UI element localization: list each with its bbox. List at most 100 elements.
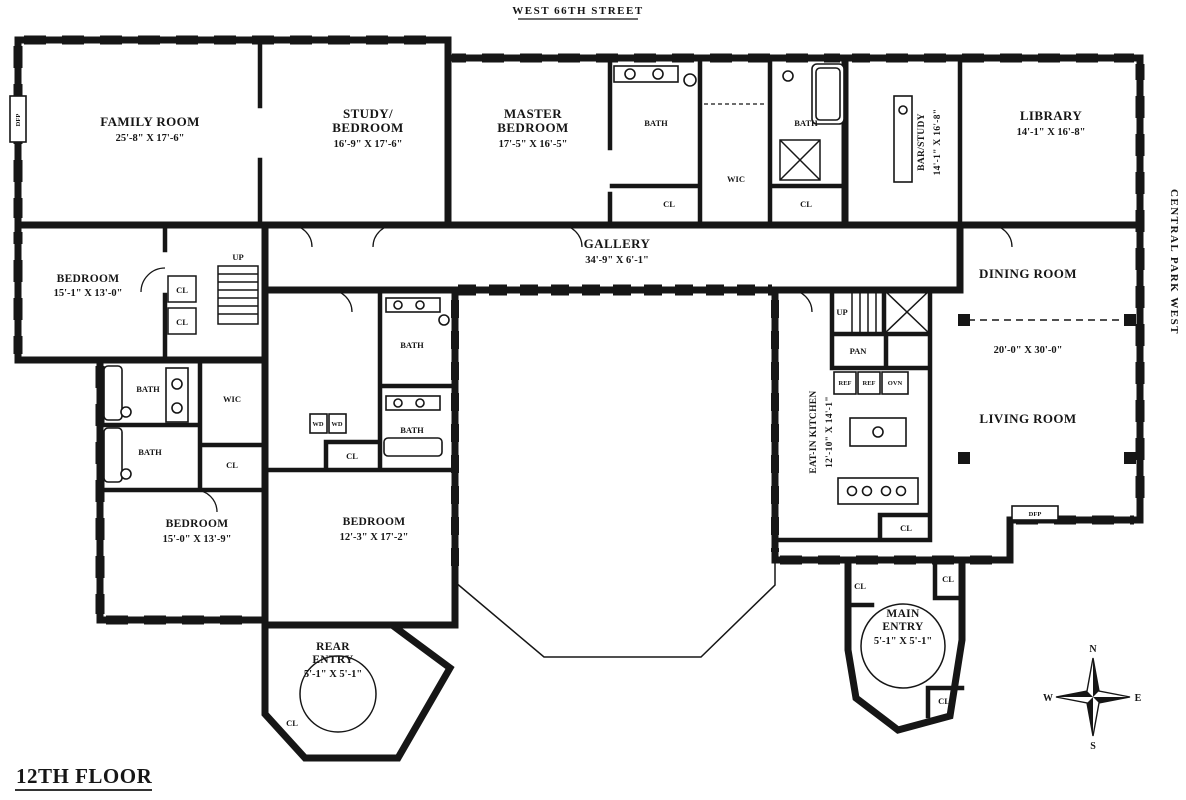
column-pier: [958, 452, 970, 464]
fridge-icon: [833, 371, 857, 395]
label-bath-c2: BATH: [400, 425, 424, 435]
wing-center-bedroom: [261, 286, 459, 629]
floor-title: 12TH FLOOR: [16, 764, 153, 788]
room-label-study-2: BEDROOM: [332, 120, 403, 135]
room-label-living: LIVING ROOM: [979, 411, 1076, 426]
fridge-icon: [857, 371, 881, 395]
room-label-rear-entry-2: ENTRY: [312, 654, 354, 666]
label-cl-kitchen: CL: [900, 523, 912, 533]
label-cl-master2: CL: [800, 199, 812, 209]
label-cl-ll: CL: [226, 460, 238, 470]
wing-bar-library: [841, 54, 1144, 229]
elevator-icon: [883, 289, 931, 335]
tub-icon: [103, 427, 123, 483]
fireplace-icon: [1011, 505, 1059, 521]
label-dfp-living: DFP: [1029, 511, 1042, 518]
toilet-icon: [120, 406, 132, 418]
room-label-kitchen: EAT-IN KITCHEN: [809, 390, 819, 473]
room-dims-library: 14'-1" X 16'-8": [1017, 127, 1086, 138]
label-cl-main2: CL: [942, 574, 954, 584]
room-dims-kitchen: 12'-10" X 14'-1": [825, 396, 835, 468]
compass-s: S: [1090, 741, 1096, 752]
sink-icon: [782, 70, 794, 82]
vanity-icon: [165, 367, 189, 423]
toilet-icon: [120, 468, 132, 480]
compass-n: N: [1089, 644, 1097, 655]
label-cl-rear: CL: [286, 718, 298, 728]
toilet-icon: [683, 73, 697, 87]
room-label-main-entry-1: MAIN: [886, 608, 920, 620]
label-bath-ll2: BATH: [138, 447, 162, 457]
compass-e: E: [1135, 693, 1142, 704]
street-label-right: CENTRAL PARK WEST: [1168, 189, 1180, 335]
room-dims-dining-living: 20'-0" X 30'-0": [994, 345, 1063, 356]
room-dims-family: 25'-8" X 17'-6": [116, 133, 185, 144]
room-label-study-1: STUDY/: [343, 106, 393, 121]
compass-rose: N E S W: [1043, 644, 1142, 752]
room-label-master-2: BEDROOM: [497, 120, 568, 135]
label-pan: PAN: [850, 346, 868, 356]
tub-icon: [103, 365, 123, 421]
room-label-barstudy: BAR/STUDY: [917, 113, 927, 171]
label-bath-master2: BATH: [794, 118, 818, 128]
wing-rear-entry: [261, 621, 455, 762]
room-dims-bedroom1: 15'-1" X 13'-0": [54, 288, 123, 299]
label-ref-1: REF: [839, 380, 852, 387]
column-pier: [958, 314, 970, 326]
room-label-library: LIBRARY: [1020, 108, 1083, 123]
label-cl-bed1b: CL: [176, 317, 188, 327]
rear-entry-vestibule: [299, 655, 377, 733]
compass-w: W: [1043, 693, 1053, 704]
label-cl-main1: CL: [854, 581, 866, 591]
label-cl-bed1a: CL: [176, 285, 188, 295]
room-dims-main-entry: 5'-1" X 5'-1": [874, 636, 932, 647]
courtyard-outline: [454, 289, 776, 658]
label-bath-c1: BATH: [400, 340, 424, 350]
column-pier: [1124, 314, 1136, 326]
vanity-icon: [613, 65, 679, 83]
room-dims-master: 17'-5" X 16'-5": [499, 139, 568, 150]
bar-counter-icon: [893, 95, 913, 183]
label-bath-master1: BATH: [644, 118, 668, 128]
oven-icon: [881, 371, 909, 395]
toilet-icon: [438, 314, 450, 326]
stairs: [217, 139, 931, 335]
room-label-master-1: MASTER: [504, 106, 562, 121]
room-label-bedroom2: BEDROOM: [166, 518, 229, 530]
label-wic-ll: WIC: [223, 394, 241, 404]
room-label-gallery: GALLERY: [584, 236, 651, 251]
label-wic-master: WIC: [727, 174, 745, 184]
label-up-gallery: UP: [232, 252, 243, 262]
kitchen-island-icon: [849, 417, 907, 447]
wing-master: [444, 54, 849, 229]
room-dims-barstudy: 14'-1" X 16'-8": [933, 109, 943, 176]
room-label-family: FAMILY ROOM: [100, 114, 200, 129]
interior-walls: [97, 37, 965, 719]
fireplace-icon: [9, 95, 27, 143]
room-label-bedroom3: BEDROOM: [343, 516, 406, 528]
room-label-rear-entry-1: REAR: [316, 641, 350, 653]
street-label-top: WEST 66TH STREET: [512, 5, 643, 17]
dryer-icon: [328, 413, 347, 434]
dining-living-divider: [958, 314, 1136, 464]
label-wd-2: WD: [331, 421, 343, 428]
stair-gallery: [217, 265, 259, 325]
label-up-kitchen: UP: [836, 307, 847, 317]
washer-icon: [309, 413, 328, 434]
room-dims-gallery: 34'-9" X 6'-1": [585, 255, 649, 266]
label-wd-1: WD: [312, 421, 324, 428]
labels: WEST 66TH STREET CENTRAL PARK WEST FAMIL…: [15, 5, 1180, 791]
room-label-dining: DINING ROOM: [979, 266, 1077, 281]
label-cl-master1: CL: [663, 199, 675, 209]
room-dims-rear-entry: 5'-1" X 5'-1": [304, 669, 362, 680]
label-dfp-family: DFP: [15, 114, 22, 127]
main-entry-vestibule: [860, 603, 946, 689]
closets: [167, 275, 197, 335]
tub-icon: [383, 437, 443, 457]
label-bath-ll1: BATH: [136, 384, 160, 394]
label-ovn: OVN: [888, 380, 903, 387]
room-dims-study: 16'-9" X 17'-6": [334, 139, 403, 150]
stair-kitchen: [851, 292, 877, 332]
label-ref-2: REF: [863, 380, 876, 387]
